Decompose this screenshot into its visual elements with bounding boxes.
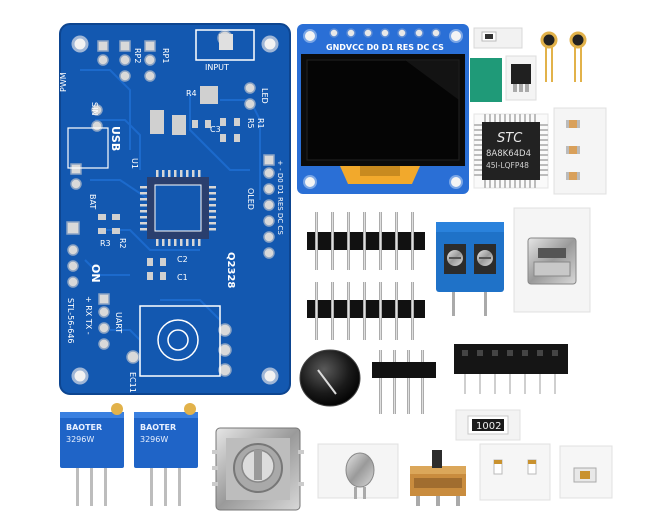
stc-chip-package: 45I-LQFP48 bbox=[486, 161, 529, 170]
trimmer-potentiometer-1: BAOTER 3296W bbox=[60, 403, 124, 506]
resistor-code-label: 1002 bbox=[476, 421, 501, 432]
pcb-label-r4: R4 bbox=[186, 89, 197, 98]
oled-module-holes bbox=[303, 29, 463, 189]
screw-terminal-block bbox=[436, 222, 504, 316]
tape-smd-resistor bbox=[473, 27, 523, 49]
pcb-label-oled-pins: + - D0 D1 RES DC CS bbox=[276, 160, 284, 235]
pcb-label-input: INPUT bbox=[205, 63, 229, 72]
pcb-label-q2328: Q2328 bbox=[225, 252, 236, 288]
mcu-footprint bbox=[140, 170, 216, 246]
trimpot-1-code: 3296W bbox=[66, 435, 94, 444]
oled-pin-labels: GNDVCC D0 D1 RES DC CS bbox=[326, 43, 444, 52]
stc-mcu-chip: STC 8A8K64D4 45I-LQFP48 bbox=[473, 113, 549, 189]
pcb-label-usb: USB bbox=[109, 126, 122, 151]
pcb-label-rp2: RP2 bbox=[133, 48, 142, 63]
pin-header-bottom bbox=[307, 282, 425, 340]
stc-chip-brand: STC bbox=[497, 131, 523, 146]
ams1117-regulator bbox=[470, 55, 537, 102]
pcb-label-pwm: PWM bbox=[59, 72, 68, 92]
pcb-label-u1: U1 bbox=[130, 158, 139, 169]
pcb-label-led: LED bbox=[260, 88, 269, 104]
pcb-label-uart: UART bbox=[114, 312, 123, 333]
right-angle-pin-header bbox=[372, 350, 436, 414]
pcb-label-on: ON bbox=[89, 264, 102, 283]
micro-usb-connector bbox=[513, 207, 591, 313]
trimpot-2-code: 3296W bbox=[140, 435, 168, 444]
trimpot-1-brand: BAOTER bbox=[66, 423, 102, 432]
smd-parts-tape-bottom bbox=[479, 443, 613, 501]
crystal-oscillator bbox=[317, 443, 399, 499]
pcb-label-sin: SIN bbox=[90, 102, 99, 115]
trimpot-2-brand: BAOTER bbox=[140, 423, 176, 432]
pin-header-top bbox=[307, 212, 425, 270]
pcb-label-c2: C2 bbox=[177, 255, 188, 264]
slide-switch bbox=[410, 450, 466, 506]
female-header bbox=[454, 344, 568, 394]
trimmer-potentiometer-2: BAOTER 3296W bbox=[134, 403, 198, 506]
stc-chip-part: 8A8K64D4 bbox=[486, 149, 531, 159]
pcb-label-r1: R1 bbox=[256, 118, 265, 129]
led-pair bbox=[540, 31, 587, 82]
smd-resistor-1002: 1002 bbox=[455, 409, 521, 441]
pcb-label-uart-pins: + RX TX - bbox=[84, 296, 93, 335]
pcb-label-model: STL-56-646 bbox=[66, 298, 75, 344]
rotary-encoder-ec11 bbox=[212, 427, 304, 511]
pcb-label-c3: C3 bbox=[210, 125, 221, 134]
pcb-label-r2: R2 bbox=[118, 238, 127, 249]
pcb-mounting-holes bbox=[71, 35, 279, 385]
pcb-label-rp1: RP1 bbox=[161, 48, 170, 63]
rotary-knob-cap bbox=[299, 349, 361, 407]
pcb-label-bat: BAT bbox=[88, 194, 97, 209]
oled-module: GNDVCC D0 D1 RES DC CS bbox=[297, 24, 469, 194]
pcb-label-ec11: EC11 bbox=[128, 372, 137, 393]
pcb-label-r3: R3 bbox=[100, 239, 111, 248]
pcb-label-c1: C1 bbox=[177, 273, 188, 282]
pcb-label-r5: R5 bbox=[246, 118, 255, 129]
pcb-label-oled: OLED bbox=[246, 188, 255, 210]
pcb-board: PWM SIN RP2 RP1 INPUT R4 LED USB C3 R5 R… bbox=[59, 23, 291, 395]
smd-capacitor-tape bbox=[553, 107, 607, 195]
